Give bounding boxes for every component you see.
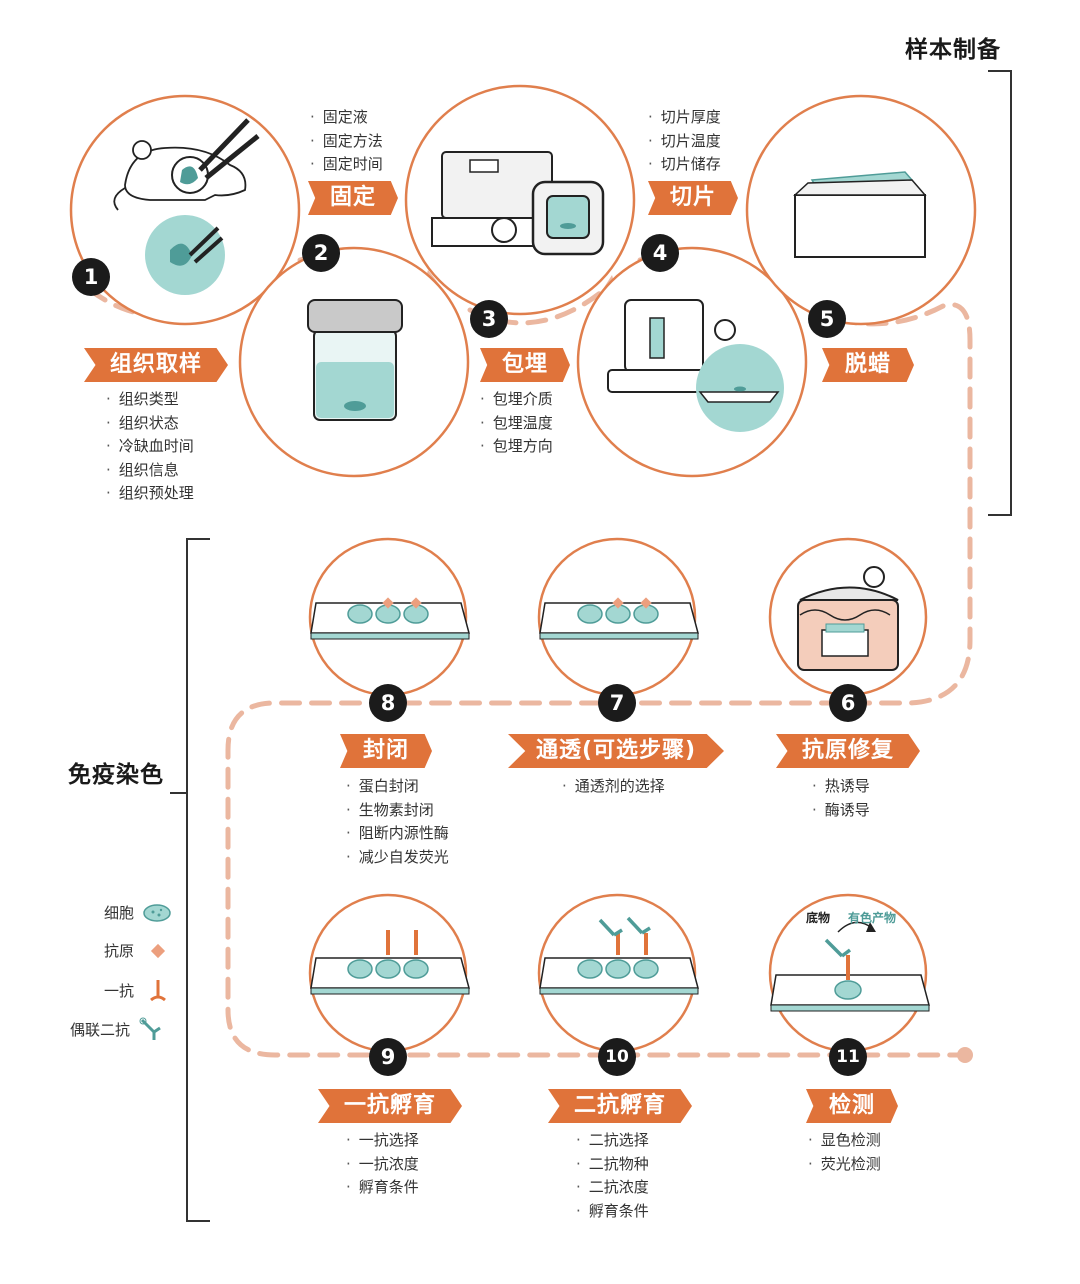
bullet-item: 生物素封闭 xyxy=(346,799,449,823)
bullet-item: 一抗浓度 xyxy=(346,1153,419,1177)
bullet-item: 组织信息 xyxy=(106,459,194,483)
legend-label: 一抗 xyxy=(104,981,135,1000)
step-badge: 1 xyxy=(72,258,110,296)
section-title-immuno-staining: 免疫染色 xyxy=(68,762,164,788)
step-label: 组织取样 xyxy=(84,348,228,382)
bullet-item: 孵育条件 xyxy=(346,1176,419,1200)
bullet-item: 孵育条件 xyxy=(576,1200,649,1224)
bullet-item: 组织状态 xyxy=(106,412,194,436)
conjugated-secondary-antibody-icon xyxy=(139,1017,161,1040)
bullet-item: 固定时间 xyxy=(310,153,383,177)
step-label: 切片 xyxy=(648,181,738,215)
step-3-bullets: 包埋介质 包埋温度 包埋方向 xyxy=(480,388,553,459)
step-2-bullets: 固定液 固定方法 固定时间 xyxy=(310,106,383,177)
legend-item-primary-antibody: 一抗 xyxy=(104,978,168,1002)
step-11-illustration xyxy=(768,893,930,1053)
step-11-bullets: 显色检测 荧光检测 xyxy=(808,1129,881,1176)
step-label: 通透(可选步骤) xyxy=(508,734,724,768)
step-8-bullets: 蛋白封闭 生物素封闭 阻断内源性酶 减少自发荧光 xyxy=(346,775,449,869)
step-badge: 5 xyxy=(808,300,846,338)
step-badge: 10 xyxy=(598,1038,636,1076)
bullet-item: 二抗浓度 xyxy=(576,1176,649,1200)
immuno-staining-bracket xyxy=(186,538,210,1222)
step-8-illustration xyxy=(308,537,470,697)
step-label: 抗原修复 xyxy=(776,734,920,768)
step-label: 脱蜡 xyxy=(822,348,914,382)
legend-item-cell: 细胞 xyxy=(104,902,172,923)
step-10-illustration xyxy=(537,893,699,1053)
step-1-bullets: 组织类型 组织状态 冷缺血时间 组织信息 组织预处理 xyxy=(106,388,194,506)
bullet-item: 固定液 xyxy=(310,106,383,130)
antigen-icon xyxy=(150,943,166,958)
bullet-item: 二抗物种 xyxy=(576,1153,649,1177)
bullet-item: 一抗选择 xyxy=(346,1129,419,1153)
bullet-item: 组织类型 xyxy=(106,388,194,412)
sample-prep-bracket xyxy=(988,70,1012,516)
step-5-illustration xyxy=(745,94,977,326)
step-4-bullets: 切片厚度 切片温度 切片储存 xyxy=(648,106,721,177)
step-1-illustration xyxy=(69,94,301,326)
bullet-item: 切片厚度 xyxy=(648,106,721,130)
flow-end-dot xyxy=(957,1047,973,1063)
bullet-item: 阻断内源性酶 xyxy=(346,822,449,846)
legend-label: 抗原 xyxy=(104,942,135,960)
bullet-item: 荧光检测 xyxy=(808,1153,881,1177)
step-badge: 9 xyxy=(369,1038,407,1076)
bullet-item: 组织预处理 xyxy=(106,482,194,506)
step-2-illustration xyxy=(238,246,470,478)
bullet-item: 包埋方向 xyxy=(480,435,553,459)
step-label: 封闭 xyxy=(340,734,432,768)
bullet-item: 包埋温度 xyxy=(480,412,553,436)
step-label: 检测 xyxy=(806,1089,898,1123)
step-label: 二抗孵育 xyxy=(548,1089,692,1123)
bullet-item: 蛋白封闭 xyxy=(346,775,449,799)
step-label: 一抗孵育 xyxy=(318,1089,462,1123)
section-title-sample-prep: 样本制备 xyxy=(905,37,1001,63)
bullet-item: 热诱导 xyxy=(812,775,870,799)
step-badge: 3 xyxy=(470,300,508,338)
primary-antibody-icon xyxy=(150,980,166,1002)
legend-item-conjugated-secondary-antibody: 偶联二抗 xyxy=(70,1016,164,1042)
step-3-illustration xyxy=(404,84,636,316)
bullet-item: 显色检测 xyxy=(808,1129,881,1153)
bullet-item: 切片储存 xyxy=(648,153,721,177)
legend-label: 细胞 xyxy=(104,904,135,922)
step-7-bullets: 通透剂的选择 xyxy=(562,775,665,799)
step-6-illustration xyxy=(768,537,928,697)
step-badge: 6 xyxy=(829,684,867,722)
bullet-item: 酶诱导 xyxy=(812,799,870,823)
step-label: 包埋 xyxy=(480,348,570,382)
bullet-item: 冷缺血时间 xyxy=(106,435,194,459)
step-4-illustration xyxy=(576,246,808,478)
product-annotation: 有色产物 xyxy=(848,911,897,925)
step-label: 固定 xyxy=(308,181,398,215)
bullet-item: 通透剂的选择 xyxy=(562,775,665,799)
immuno-staining-bracket-tick xyxy=(170,792,186,794)
legend-label: 偶联二抗 xyxy=(70,1020,131,1039)
bullet-item: 包埋介质 xyxy=(480,388,553,412)
bullet-item: 二抗选择 xyxy=(576,1129,649,1153)
substrate-annotation: 底物 xyxy=(806,911,831,925)
cell-icon xyxy=(143,903,171,922)
step-9-bullets: 一抗选择 一抗浓度 孵育条件 xyxy=(346,1129,419,1200)
step-7-illustration xyxy=(537,537,699,697)
step-badge: 7 xyxy=(598,684,636,722)
step-badge: 11 xyxy=(829,1038,867,1076)
step-badge: 4 xyxy=(641,234,679,272)
bullet-item: 减少自发荧光 xyxy=(346,846,449,870)
legend-item-antigen: 抗原 xyxy=(104,940,168,961)
step-6-bullets: 热诱导 酶诱导 xyxy=(812,775,870,822)
step-9-illustration xyxy=(308,893,470,1053)
step-10-bullets: 二抗选择 二抗物种 二抗浓度 孵育条件 xyxy=(576,1129,649,1223)
bullet-item: 切片温度 xyxy=(648,130,721,154)
step-badge: 2 xyxy=(302,234,340,272)
bullet-item: 固定方法 xyxy=(310,130,383,154)
step-badge: 8 xyxy=(369,684,407,722)
